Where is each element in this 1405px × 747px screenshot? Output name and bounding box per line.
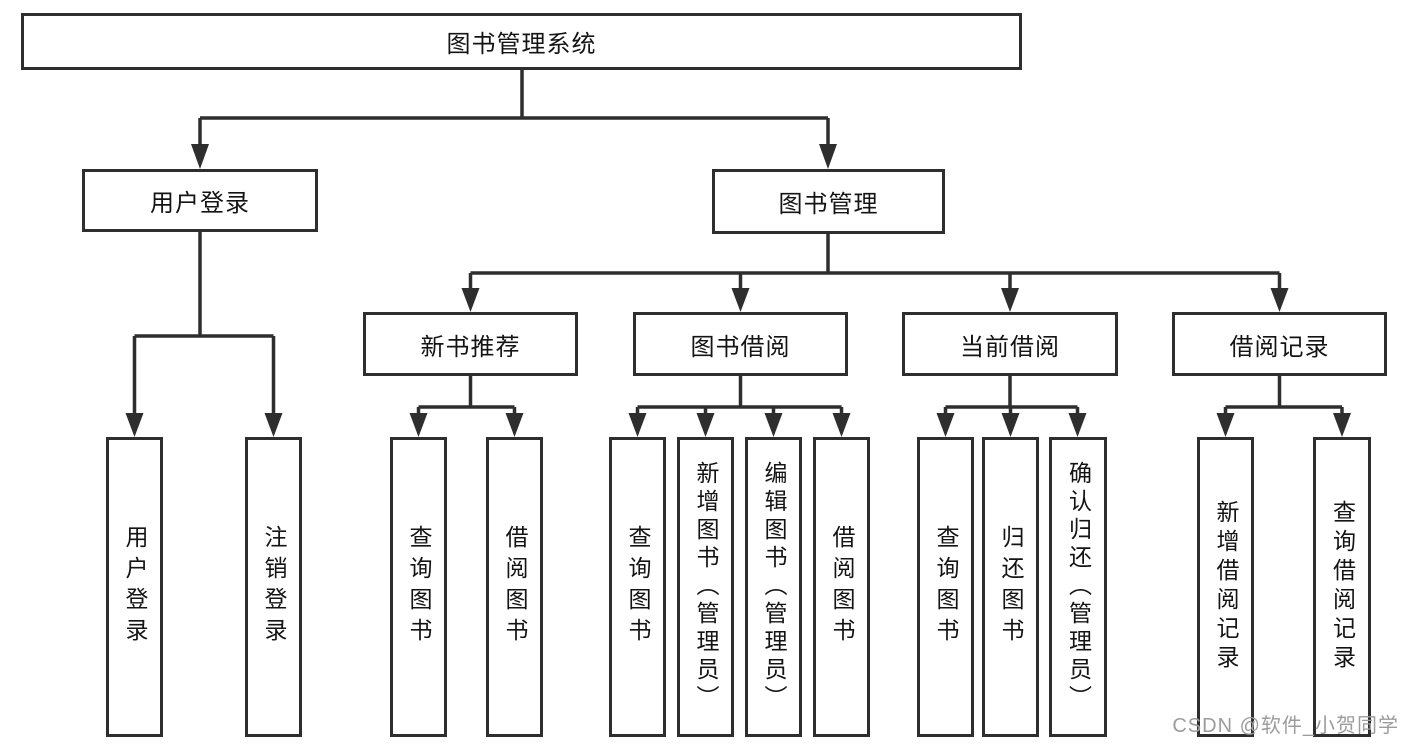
leaf-borrow-edit-admin-label: 编辑图书（管理员） xyxy=(761,461,787,713)
leaf-record-add-label: 新增借阅记录 xyxy=(1213,500,1239,674)
arrowhead-group xyxy=(125,144,1351,437)
node-root: 图书管理系统 xyxy=(21,13,1022,70)
leaf-current-return-label: 归还图书 xyxy=(998,525,1024,649)
leaf-borrow-borrow-label: 借阅图书 xyxy=(829,525,855,649)
leaf-record-add: 新增借阅记录 xyxy=(1197,437,1254,737)
leaf-current-query-label: 查询图书 xyxy=(933,525,959,649)
node-book-borrow: 图书借阅 xyxy=(633,312,848,376)
leaf-newbook-query: 查询图书 xyxy=(390,437,447,737)
node-new-book-rec: 新书推荐 xyxy=(363,312,578,376)
leaf-borrow-add-admin-label: 新增图书（管理员） xyxy=(693,461,719,713)
leaf-logout: 注销登录 xyxy=(245,437,302,737)
leaf-borrow-query: 查询图书 xyxy=(609,437,666,737)
node-current-borrow: 当前借阅 xyxy=(902,312,1118,376)
node-user-login: 用户登录 xyxy=(82,169,318,232)
node-new-book-rec-label: 新书推荐 xyxy=(420,333,521,361)
leaf-borrow-query-label: 查询图书 xyxy=(625,525,651,649)
node-borrow-records: 借阅记录 xyxy=(1172,312,1387,376)
leaf-current-query: 查询图书 xyxy=(917,437,974,737)
node-borrow-records-label: 借阅记录 xyxy=(1229,333,1330,361)
leaf-newbook-borrow: 借阅图书 xyxy=(486,437,543,737)
node-root-label: 图书管理系统 xyxy=(446,31,597,58)
node-user-login-label: 用户登录 xyxy=(150,190,250,217)
leaf-current-confirm-admin-label: 确认归还（管理员） xyxy=(1065,461,1092,713)
node-book-mgmt-label: 图书管理 xyxy=(778,191,879,218)
leaf-current-confirm-admin: 确认归还（管理员） xyxy=(1049,437,1107,737)
leaf-newbook-borrow-label: 借阅图书 xyxy=(502,525,528,649)
leaf-user-login-label: 用户登录 xyxy=(122,525,148,649)
leaf-logout-label: 注销登录 xyxy=(261,525,287,649)
leaf-current-return: 归还图书 xyxy=(982,437,1039,737)
leaf-borrow-borrow: 借阅图书 xyxy=(813,437,870,737)
csdn-watermark: CSDN @软件_小贺同学 xyxy=(1172,715,1399,737)
leaf-borrow-edit-admin: 编辑图书（管理员） xyxy=(745,437,802,737)
leaf-borrow-add-admin: 新增图书（管理员） xyxy=(677,437,734,737)
leaf-user-login: 用户登录 xyxy=(106,437,163,737)
leaf-record-query: 查询借阅记录 xyxy=(1313,437,1371,737)
leaf-newbook-query-label: 查询图书 xyxy=(406,525,432,649)
node-current-borrow-label: 当前借阅 xyxy=(960,333,1060,361)
node-book-mgmt: 图书管理 xyxy=(712,169,945,234)
leaf-record-query-label: 查询借阅记录 xyxy=(1329,500,1356,674)
node-book-borrow-label: 图书借阅 xyxy=(690,333,791,361)
